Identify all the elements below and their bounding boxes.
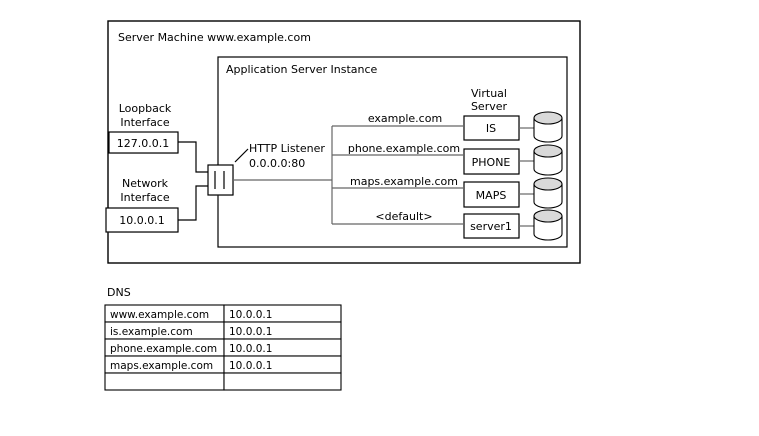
- dns-address-3: 10.0.0.1: [229, 360, 272, 372]
- virtual-server-header-line2: Server: [471, 100, 508, 113]
- network-interface-label-line2: Interface: [120, 191, 169, 204]
- content-store-cylinder-3: [533, 209, 563, 241]
- network-address-value: 10.0.0.1: [119, 214, 164, 227]
- dns-address-2: 10.0.0.1: [229, 343, 272, 355]
- listener-leader-line: [234, 148, 249, 163]
- application-server-instance-box: [217, 56, 568, 248]
- content-store-cylinder-0: [533, 111, 563, 143]
- virtual-server-label-0: IS: [486, 122, 496, 135]
- application-server-instance-title: Application Server Instance: [226, 63, 378, 76]
- server-machine-title: Server Machine www.example.com: [118, 31, 311, 44]
- http-listener-label-line2: 0.0.0.0:80: [249, 157, 305, 170]
- content-store-cylinder-1: [533, 144, 563, 176]
- virtual-server-box-is: [463, 115, 520, 141]
- virtual-server-label-3: server1: [470, 220, 512, 233]
- virtual-server-label-2: MAPS: [476, 189, 507, 202]
- network-interface-label-line1: Network: [122, 177, 169, 190]
- loopback-to-listener-connector: [178, 141, 208, 173]
- virtual-server-header-line1: Virtual: [471, 87, 507, 100]
- dns-address-0: 10.0.0.1: [229, 309, 272, 321]
- dns-hostname-2: phone.example.com: [110, 343, 217, 355]
- network-to-listener-connector: [178, 185, 208, 221]
- dns-hostname-3: maps.example.com: [110, 360, 213, 372]
- dns-cell-address-4: [223, 372, 342, 391]
- http-listener-label-line1: HTTP Listener: [249, 142, 325, 155]
- loopback-interface-label-line1: Loopback: [119, 102, 172, 115]
- route-host-label-3: <default>: [375, 210, 432, 223]
- virtual-server-box-maps: [463, 181, 520, 208]
- http-listener-box: [207, 164, 234, 196]
- dns-hostname-0: www.example.com: [110, 309, 209, 321]
- loopback-address-value: 127.0.0.1: [117, 137, 169, 150]
- virtual-server-box-server1: [463, 213, 520, 239]
- route-host-label-1: phone.example.com: [348, 142, 460, 155]
- dns-cell-hostname-4: [104, 372, 225, 391]
- route-host-label-0: example.com: [368, 112, 442, 125]
- network-address-box: [105, 207, 179, 233]
- dns-hostname-1: is.example.com: [110, 326, 193, 338]
- server-machine-box: [107, 20, 581, 264]
- content-store-cylinder-2: [533, 177, 563, 209]
- dns-address-1: 10.0.0.1: [229, 326, 272, 338]
- loopback-interface-label-line2: Interface: [120, 116, 169, 129]
- route-host-label-2: maps.example.com: [350, 175, 458, 188]
- dns-title: DNS: [107, 286, 131, 299]
- virtual-server-label-1: PHONE: [472, 156, 511, 169]
